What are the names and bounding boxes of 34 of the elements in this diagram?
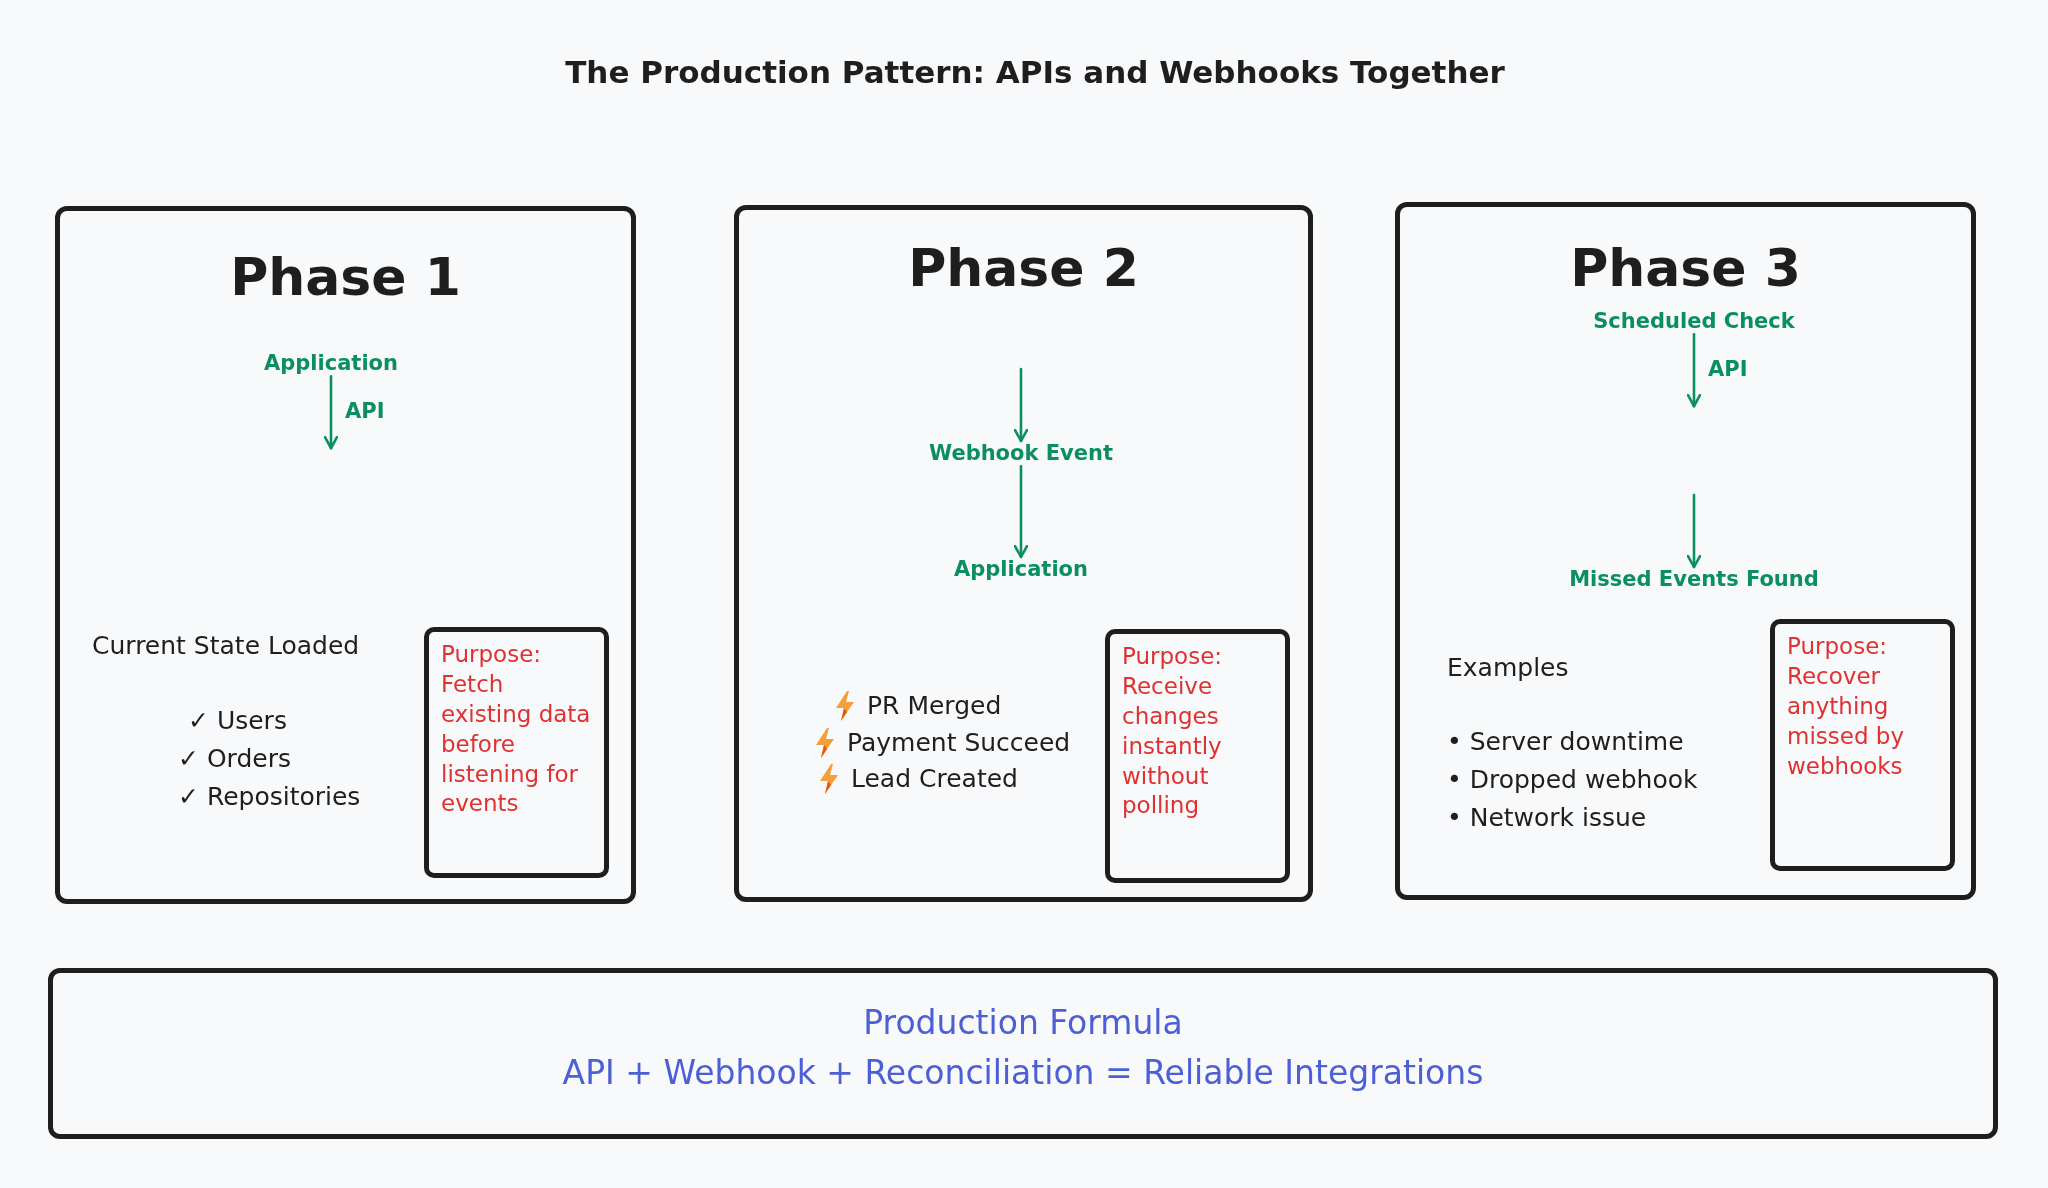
purpose-note: Purpose: Receive changes instantly without polling bbox=[1105, 629, 1290, 883]
list-item: ✓ Orders bbox=[178, 744, 291, 774]
section-heading: Examples bbox=[1447, 653, 1569, 683]
formula-text: API + Webhook + Reconciliation = Reliable Integrations bbox=[562, 1053, 1484, 1093]
purpose-note: Purpose: Fetch existing data before listening for events bbox=[424, 627, 609, 878]
phase-panel bbox=[1395, 202, 1976, 900]
phase-heading: Phase 2 bbox=[908, 237, 1139, 300]
list-item: • Network issue bbox=[1447, 803, 1647, 833]
list-item: • Server downtime bbox=[1447, 727, 1684, 757]
phase-heading: Phase 1 bbox=[230, 246, 461, 309]
list-item: ✓ Users bbox=[188, 706, 287, 736]
phase-panel bbox=[734, 205, 1313, 902]
formula-panel bbox=[48, 968, 1998, 1139]
flow-step-label: Missed Events Found bbox=[1569, 567, 1819, 593]
arrow bbox=[323, 374, 339, 450]
arrow bbox=[1686, 493, 1702, 569]
arrow bbox=[1013, 464, 1029, 559]
purpose-note: Purpose: Recover anything missed by webhooks bbox=[1770, 619, 1955, 871]
list-item: ✓ Repositories bbox=[178, 782, 361, 812]
list-item: • Dropped webhook bbox=[1447, 765, 1698, 795]
phase-heading: Phase 3 bbox=[1570, 237, 1801, 300]
list-item: Payment Succeed bbox=[847, 728, 1071, 758]
arrow bbox=[1013, 367, 1029, 443]
formula-heading: Production Formula bbox=[863, 1003, 1183, 1043]
section-heading: Current State Loaded bbox=[92, 631, 360, 661]
flow-step-label: Webhook Event bbox=[929, 441, 1113, 467]
list-item: PR Merged bbox=[867, 691, 1002, 721]
phase-panel bbox=[55, 206, 636, 904]
arrow bbox=[1686, 332, 1702, 408]
flow-step-label: Scheduled Check bbox=[1593, 309, 1795, 335]
diagram-title: The Production Pattern: APIs and Webhooks Together bbox=[565, 54, 1505, 92]
flow-step-label: Application bbox=[264, 351, 398, 377]
flow-step-label: Application bbox=[954, 557, 1088, 583]
list-item: Lead Created bbox=[851, 764, 1018, 794]
